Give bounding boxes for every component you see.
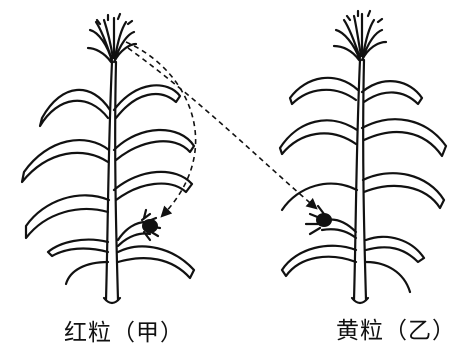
tassel-left [88, 14, 136, 62]
pollination-arrows [126, 42, 316, 216]
plant-left-label: 红粒（甲） [64, 313, 184, 347]
plant-right-label: 黄粒（乙） [336, 311, 456, 345]
corn-plant-left [22, 14, 194, 303]
corn-plant-right [280, 11, 446, 303]
silk-right [316, 213, 332, 227]
tassel-right [334, 11, 386, 60]
silk-left [142, 219, 158, 233]
